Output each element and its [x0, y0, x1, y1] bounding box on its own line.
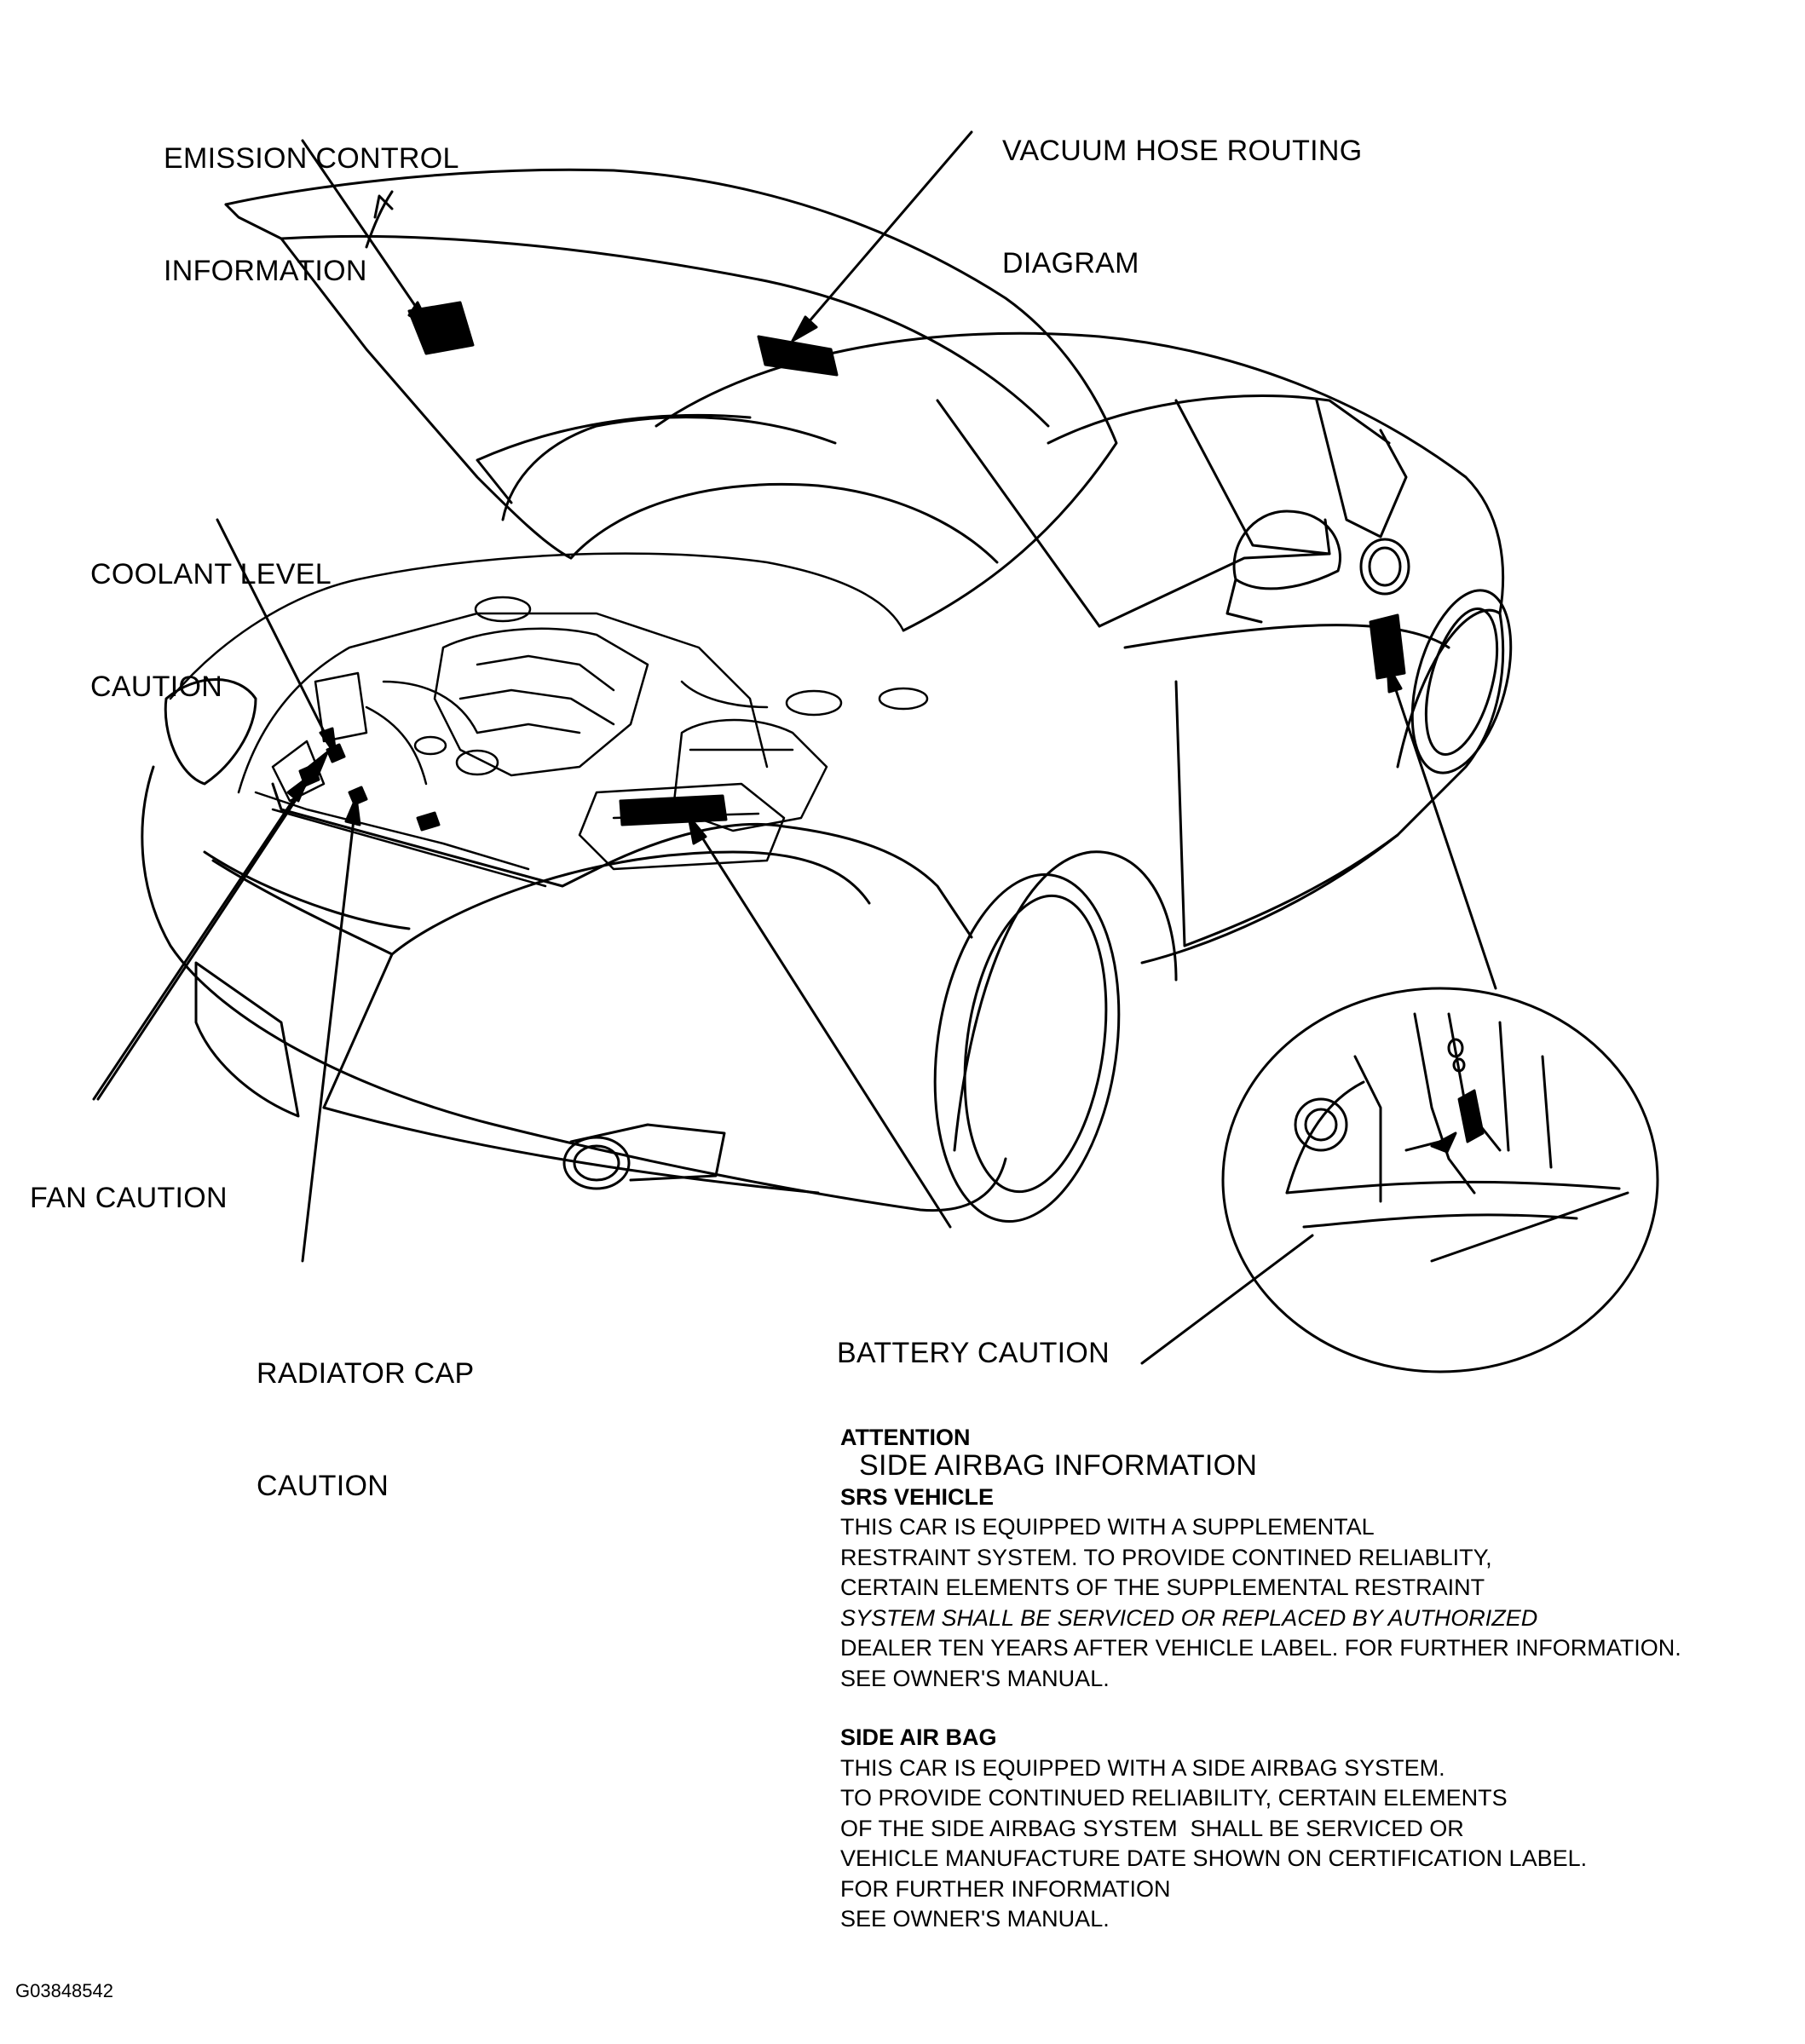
- radiator-leader: [301, 796, 358, 1263]
- srs-line-2: RESTRAINT SYSTEM. TO PROVIDE CONTINED RE…: [840, 1544, 1492, 1570]
- side-airbag-leader: [1386, 663, 1497, 990]
- side-airbag-callout-line: SIDE AIRBAG INFORMATION: [859, 1449, 1258, 1482]
- coolant-callout: COOLANT LEVEL CAUTION: [90, 481, 332, 743]
- attention-notes: ATTENTION SRS VEHICLE THIS CAR IS EQUIPP…: [840, 1423, 1786, 1935]
- srs-section: SRS VEHICLE THIS CAR IS EQUIPPED WITH A …: [840, 1483, 1786, 1695]
- side-air-bag-section: SIDE AIR BAG THIS CAR IS EQUIPPED WITH A…: [840, 1723, 1786, 1935]
- srs-line-1: THIS CAR IS EQUIPPED WITH A SUPPLEMENTAL: [840, 1514, 1375, 1540]
- vacuum-label-patch: [757, 335, 839, 377]
- battery-label-patch: [619, 794, 728, 826]
- vacuum-callout-line-1: VACUUM HOSE ROUTING: [1002, 135, 1363, 167]
- side-airbag-callout: SIDE AIRBAG INFORMATION: [859, 1372, 1257, 1522]
- side-air-bag-line-5: FOR FURTHER INFORMATION: [840, 1875, 1171, 1902]
- radiator-callout-line-1: RADIATOR CAP: [257, 1357, 475, 1390]
- car-body: [141, 331, 1513, 1224]
- open-hood: [224, 168, 1118, 632]
- emission-leader: [301, 139, 432, 330]
- battery-leader: [687, 815, 952, 1229]
- radiator-label-patch: [348, 786, 368, 806]
- fan-callout: FAN CAUTION: [30, 1104, 228, 1254]
- emission-callout-line-1: EMISSION CONTROL: [164, 142, 459, 175]
- srs-heading: SRS VEHICLE: [840, 1483, 995, 1510]
- srs-line-5: DEALER TEN YEARS AFTER VEHICLE LABEL. FO…: [840, 1635, 1681, 1661]
- side-air-bag-heading: SIDE AIR BAG: [840, 1724, 997, 1750]
- battery-callout-line: BATTERY CAUTION: [837, 1337, 1110, 1369]
- coolant-callout-line-1: COOLANT LEVEL: [90, 558, 332, 590]
- side-airbag-label-patch: [1369, 613, 1406, 680]
- fan-leader-2: [96, 751, 329, 1101]
- srs-line-4: SYSTEM SHALL BE SERVICED OR REPLACED BY …: [840, 1604, 1538, 1631]
- side-air-bag-line-4: VEHICLE MANUFACTURE DATE SHOWN ON CERTIF…: [840, 1845, 1588, 1871]
- coolant-callout-line-2: CAUTION: [90, 671, 223, 703]
- srs-line-6: SEE OWNER'S MANUAL.: [840, 1665, 1110, 1691]
- battery-callout: BATTERY CAUTION: [837, 1259, 1110, 1409]
- side-air-bag-line-6: SEE OWNER'S MANUAL.: [840, 1906, 1110, 1932]
- figure-id: G03848542: [15, 1980, 113, 2001]
- fan-callout-line: FAN CAUTION: [30, 1182, 228, 1214]
- vacuum-callout: VACUUM HOSE ROUTING DIAGRAM: [1002, 57, 1363, 320]
- leader-lines: [92, 130, 1497, 1365]
- srs-line-3: CERTAIN ELEMENTS OF THE SUPPLEMENTAL RES…: [840, 1575, 1485, 1600]
- radiator-callout-line-2: CAUTION: [257, 1470, 389, 1502]
- side-air-bag-line-2: TO PROVIDE CONTINUED RELIABILITY, CERTAI…: [840, 1785, 1508, 1811]
- vacuum-leader: [791, 130, 973, 343]
- label-patches: [298, 301, 1406, 832]
- vacuum-callout-line-2: DIAGRAM: [1002, 247, 1139, 279]
- side-air-bag-line-1: THIS CAR IS EQUIPPED WITH A SIDE AIRBAG …: [840, 1754, 1445, 1781]
- emission-callout: EMISSION CONTROL INFORMATION: [164, 65, 459, 327]
- radiator-callout: RADIATOR CAP CAUTION: [257, 1280, 475, 1542]
- side-airbag-detail-leader: [1140, 1234, 1314, 1365]
- small-radiator-patch: [416, 811, 441, 832]
- side-air-bag-line-3: OF THE SIDE AIRBAG SYSTEM SHALL BE SERVI…: [840, 1815, 1464, 1841]
- fan-leader-1: [92, 775, 310, 1101]
- attention-heading: ATTENTION: [840, 1425, 971, 1450]
- door-jamb-detail: [1221, 987, 1659, 1373]
- emission-callout-line-2: INFORMATION: [164, 255, 367, 287]
- coolant-leader: [216, 518, 337, 757]
